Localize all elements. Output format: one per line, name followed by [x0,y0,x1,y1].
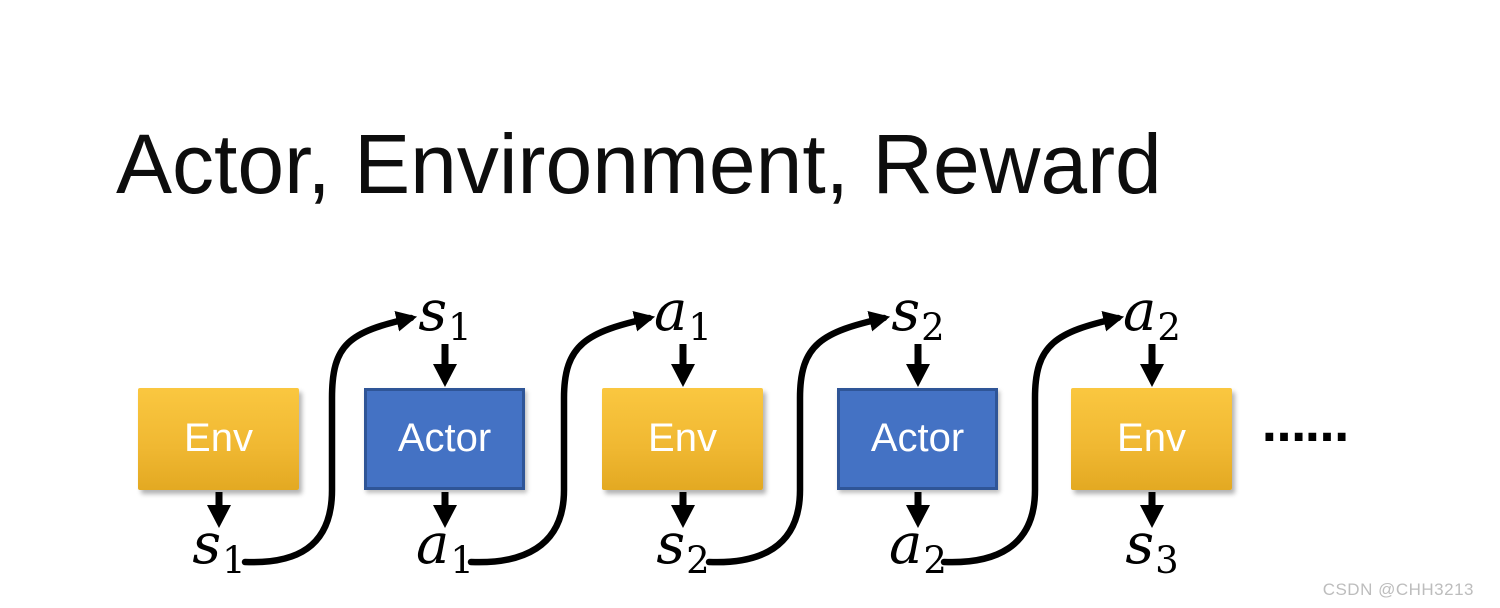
out-arrowhead-env-2 [671,505,695,528]
actor-box-2-label: Actor [870,416,965,460]
env-box-3: Env [1071,388,1232,490]
actor-box-1: Actor [364,388,525,490]
env-box-3-label: Env [1117,416,1186,460]
slide-title: Actor, Environment, Reward [116,117,1162,211]
in-arrowhead-actor-2 [906,364,930,387]
state-label-s2-top: s2 [891,279,945,350]
in-arrowhead-actor-1 [433,364,457,387]
actor-box-1-label: Actor [397,416,492,460]
state-label-s1-bottom: s1 [192,512,246,583]
curved-arrow-a2 [940,311,1125,566]
state-label-s1-top: s1 [418,279,472,350]
in-arrowhead-env-3 [1140,364,1164,387]
continuation-ellipsis: …… [1262,401,1349,452]
out-arrowhead-env-1 [207,505,231,528]
watermark-text: CSDN @CHH3213 [1322,580,1474,599]
actor-box-2: Actor [837,388,998,490]
state-label-s3-bottom: s3 [1125,512,1179,583]
action-label-a2-top: a2 [1123,279,1181,350]
action-label-a1-bottom: a1 [416,512,474,583]
env-box-1: Env [138,388,299,490]
env-box-2: Env [602,388,763,490]
out-arrowhead-actor-1 [433,505,457,528]
out-arrowhead-actor-2 [906,505,930,528]
curved-arrow-a1 [467,311,656,566]
action-label-a1-top: a1 [654,279,712,350]
state-label-s2-bottom: s2 [656,512,710,583]
in-arrowhead-env-2 [671,364,695,387]
env-box-1-label: Env [184,416,253,460]
curved-arrow-s1 [241,311,418,566]
out-arrowhead-env-3 [1140,505,1164,528]
curved-arrow-s2 [705,311,891,566]
action-label-a2-bottom: a2 [889,512,947,583]
env-box-2-label: Env [648,416,717,460]
